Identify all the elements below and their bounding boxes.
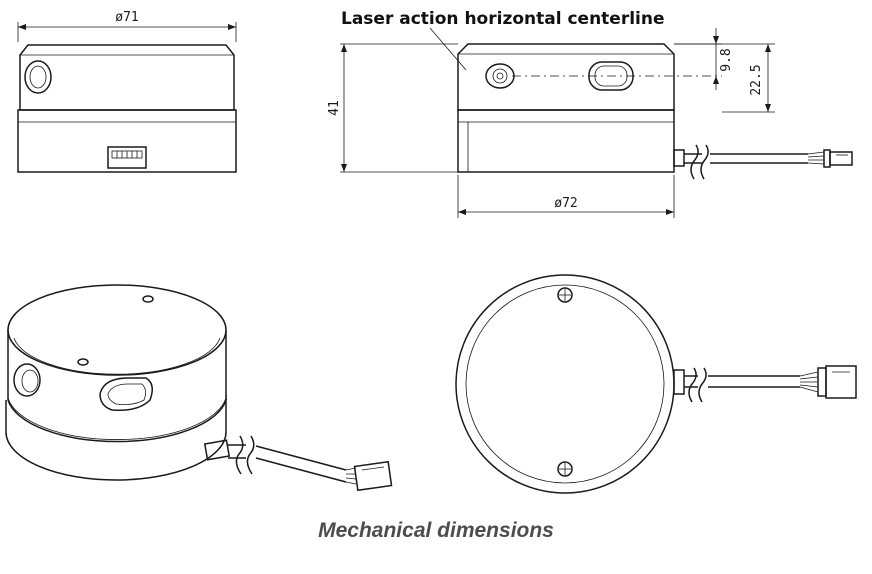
dim-diameter-top: ø71 [115,10,138,25]
dim-height-laser: 22.5 [749,64,764,95]
laser-centerline-label: Laser action horizontal centerline [341,9,665,29]
figure-caption: Mechanical dimensions [318,519,554,542]
screw-top [557,287,573,303]
connector-pins [116,151,138,158]
screw-bottom [557,461,573,477]
dim-height-window: 9.8 [719,48,734,71]
dim-height-total: 41 [327,100,342,116]
front-view: ø71 [17,10,237,173]
side-view: Laser action horizontal centerline 41 9.… [327,9,853,218]
isometric-view [5,284,393,492]
top-view [455,274,857,494]
dim-diameter-side: ø72 [554,196,577,211]
